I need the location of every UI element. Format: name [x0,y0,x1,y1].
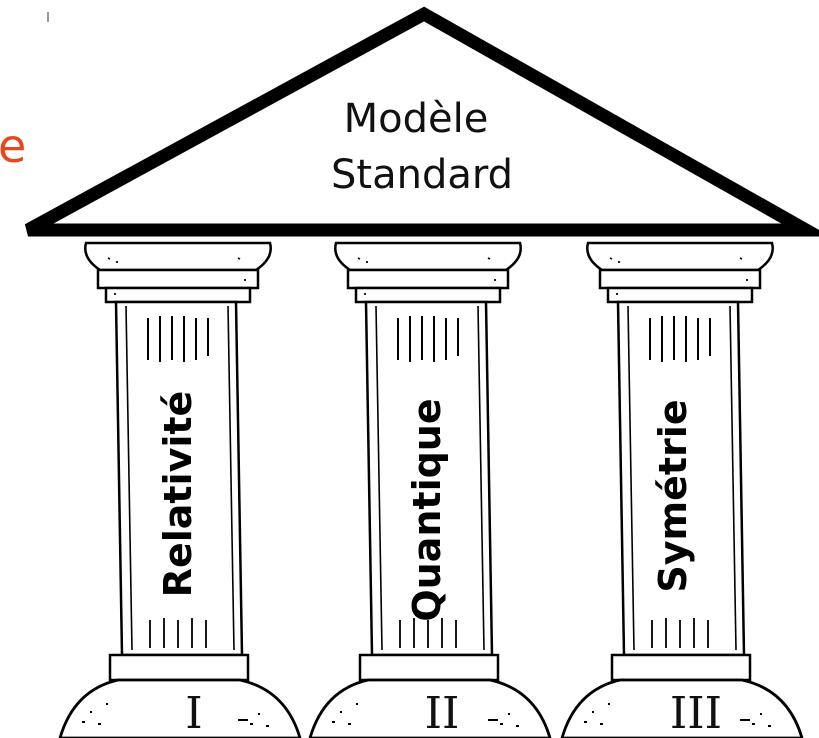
pillar-numeral-iii: III [670,688,722,738]
pillar-label-relativite: Relativité [156,391,200,598]
pillar-label-symetrie: Symétrie [651,399,695,592]
pillar-relativite: Relativité I [58,241,302,738]
pillar-symetrie: Symétrie III [560,241,804,738]
roof-title-line2: Standard [331,152,513,198]
pillar-numeral-i: I [185,688,202,738]
roof: Modèle Standard [24,6,819,237]
pillar-label-quantique: Quantique [405,398,449,621]
roof-triangle [24,6,819,237]
roof-title-line1: Modèle [344,96,489,142]
left-text-fragment: e [0,119,26,173]
pillar-quantique: Quantique II [308,241,552,738]
pillar-numeral-ii: II [425,688,460,738]
